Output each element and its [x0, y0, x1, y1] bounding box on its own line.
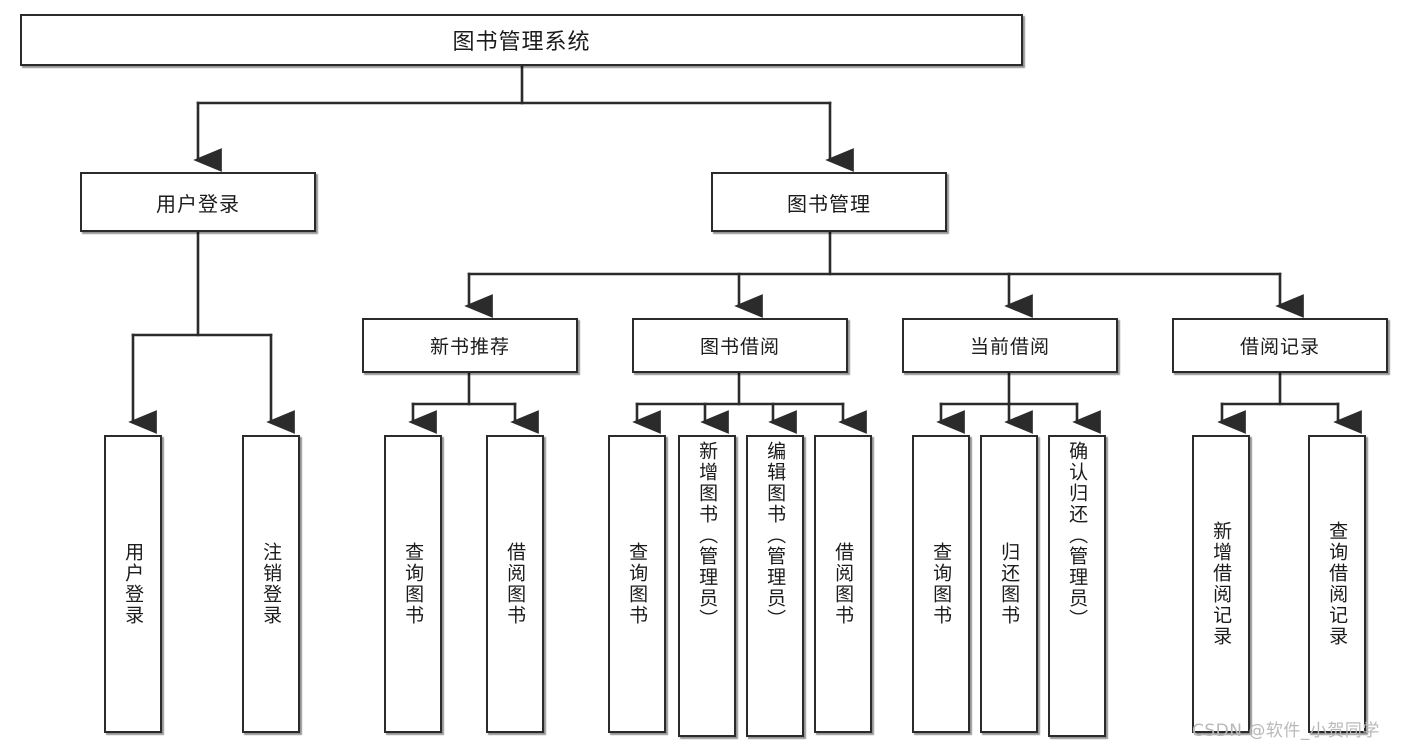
leaf-current-borrow-query-label: 查询图书	[930, 542, 953, 626]
node-current-borrow-label: 当前借阅	[969, 336, 1050, 358]
leaf-text-wrap: 确认归还（管理员）	[1050, 437, 1104, 739]
leaf-text-wrap: 编辑图书（管理员）	[748, 437, 802, 739]
leaf-new-book-borrow-label: 借阅图书	[504, 542, 527, 626]
node-user-login[interactable]: 用户登录	[80, 172, 316, 232]
leaf-book-borrow-add-label: 新增图书（管理员）	[696, 441, 719, 630]
leaf-book-borrow-add[interactable]: 新增图书（管理员）	[678, 435, 736, 737]
node-user-login-label: 用户登录	[156, 191, 240, 216]
leaf-current-borrow-return-label: 归还图书	[998, 542, 1021, 626]
node-root-label: 图书管理系统	[452, 30, 591, 55]
leaf-new-book-query[interactable]: 查询图书	[384, 435, 442, 733]
leaf-text-wrap: 查询借阅记录	[1310, 437, 1364, 731]
leaf-text-wrap: 用户登录	[106, 437, 160, 731]
leaf-text-wrap: 归还图书	[982, 437, 1036, 731]
node-new-book-recommend-label: 新书推荐	[429, 336, 510, 358]
leaf-book-borrow-edit-label: 编辑图书（管理员）	[764, 441, 787, 630]
leaf-book-borrow-edit[interactable]: 编辑图书（管理员）	[746, 435, 804, 737]
leaf-current-borrow-confirm[interactable]: 确认归还（管理员）	[1048, 435, 1106, 737]
node-book-management-label: 图书管理	[787, 191, 871, 216]
leaf-borrow-record-query-label: 查询借阅记录	[1326, 521, 1349, 647]
leaf-book-borrow-query-label: 查询图书	[626, 542, 649, 626]
leaf-user-login-login-label: 用户登录	[122, 542, 145, 626]
leaf-user-login-logout[interactable]: 注销登录	[242, 435, 300, 733]
leaf-text-wrap: 借阅图书	[816, 437, 870, 731]
node-root[interactable]: 图书管理系统	[20, 14, 1023, 66]
leaf-current-borrow-confirm-label: 确认归还（管理员）	[1066, 441, 1089, 630]
csdn-watermark: CSDN @软件_小贺同学	[1192, 721, 1380, 741]
leaf-current-borrow-return[interactable]: 归还图书	[980, 435, 1038, 733]
leaf-text-wrap: 查询图书	[386, 437, 440, 731]
leaf-text-wrap: 查询图书	[914, 437, 968, 731]
leaf-current-borrow-query[interactable]: 查询图书	[912, 435, 970, 733]
leaf-text-wrap: 新增借阅记录	[1194, 437, 1248, 731]
leaf-user-login-logout-label: 注销登录	[260, 542, 283, 626]
node-book-borrow-label: 图书借阅	[699, 336, 780, 358]
node-current-borrow[interactable]: 当前借阅	[902, 318, 1118, 373]
leaf-text-wrap: 注销登录	[244, 437, 298, 731]
leaf-borrow-record-query[interactable]: 查询借阅记录	[1308, 435, 1366, 733]
node-book-management[interactable]: 图书管理	[711, 172, 947, 232]
leaf-book-borrow-query[interactable]: 查询图书	[608, 435, 666, 733]
node-borrow-record[interactable]: 借阅记录	[1172, 318, 1388, 373]
leaf-text-wrap: 新增图书（管理员）	[680, 437, 734, 739]
leaf-text-wrap: 借阅图书	[488, 437, 542, 731]
leaf-book-borrow-borrow[interactable]: 借阅图书	[814, 435, 872, 733]
node-book-borrow[interactable]: 图书借阅	[632, 318, 848, 373]
leaf-new-book-query-label: 查询图书	[402, 542, 425, 626]
leaf-borrow-record-add[interactable]: 新增借阅记录	[1192, 435, 1250, 733]
leaf-new-book-borrow[interactable]: 借阅图书	[486, 435, 544, 733]
leaf-user-login-login[interactable]: 用户登录	[104, 435, 162, 733]
node-new-book-recommend[interactable]: 新书推荐	[362, 318, 578, 373]
leaf-text-wrap: 查询图书	[610, 437, 664, 731]
node-borrow-record-label: 借阅记录	[1239, 336, 1320, 358]
leaf-book-borrow-borrow-label: 借阅图书	[832, 542, 855, 626]
leaf-borrow-record-add-label: 新增借阅记录	[1210, 521, 1233, 647]
